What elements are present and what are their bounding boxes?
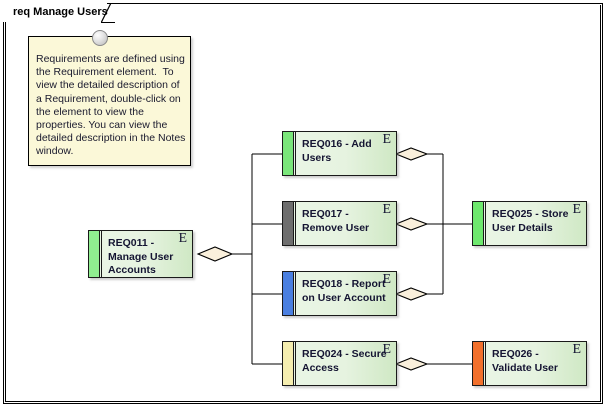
diagram-frame-title: req Manage Users	[13, 6, 108, 18]
element-req025-marker-icon: E	[572, 202, 581, 217]
requirement-note-text: Requirements are defined using the Requi…	[36, 53, 189, 158]
element-req011-label: REQ011 - Manage User Accounts	[108, 237, 176, 276]
diagram-frame-tab-slant-icon	[101, 3, 115, 23]
element-req018-label: REQ018 - Report on User Account	[302, 278, 389, 304]
requirement-note: Requirements are defined using the Requi…	[28, 36, 191, 166]
element-req011-type-bar	[89, 231, 102, 277]
element-req025-type-bar	[473, 202, 486, 245]
element-req025-label: REQ025 - Store User Details	[492, 208, 572, 234]
diagram-frame-tab-body	[3, 3, 107, 22]
element-req026-type-bar	[473, 342, 486, 385]
note-pin-icon	[92, 30, 108, 46]
diagram-frame-inner	[5, 5, 601, 402]
element-req026-label: REQ026 - Validate User	[492, 348, 558, 374]
element-req024[interactable]: REQ024 - Secure Access E	[282, 341, 397, 386]
element-req011-marker-icon: E	[178, 231, 187, 246]
element-req024-label: REQ024 - Secure Access	[302, 348, 390, 374]
element-req024-marker-icon: E	[382, 342, 391, 357]
diagram-frame-outer	[3, 3, 603, 404]
element-req024-type-bar	[283, 342, 296, 385]
element-req016-marker-icon: E	[382, 132, 391, 147]
element-req016-type-bar	[283, 132, 296, 175]
element-req025[interactable]: REQ025 - Store User Details E	[472, 201, 587, 246]
element-req026-marker-icon: E	[572, 342, 581, 357]
element-req018[interactable]: REQ018 - Report on User Account E	[282, 271, 397, 316]
element-req011[interactable]: REQ011 - Manage User Accounts E	[88, 230, 193, 278]
element-req018-type-bar	[283, 272, 296, 315]
element-req026[interactable]: REQ026 - Validate User E	[472, 341, 587, 386]
element-req017[interactable]: REQ017 - Remove User E	[282, 201, 397, 246]
element-req016[interactable]: REQ016 - Add Users E	[282, 131, 397, 176]
element-req017-type-bar	[283, 202, 296, 245]
element-req016-label: REQ016 - Add Users	[302, 138, 375, 164]
element-req017-marker-icon: E	[382, 202, 391, 217]
element-req018-marker-icon: E	[382, 272, 391, 287]
element-req017-label: REQ017 - Remove User	[302, 208, 370, 234]
